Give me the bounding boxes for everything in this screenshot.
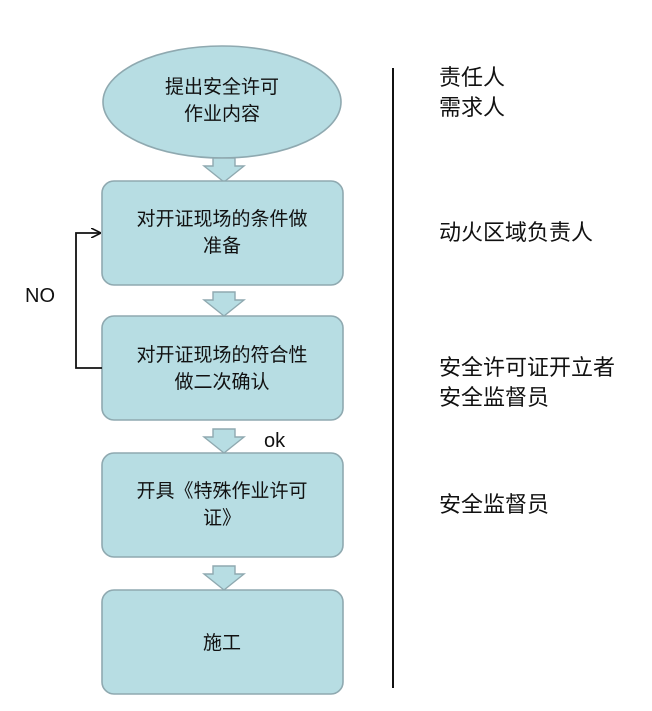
step-4-label-line2: 证》 xyxy=(203,507,241,529)
role-group-1: 责任人 需求人 xyxy=(439,66,505,121)
step-1-label-line1: 提出安全许可 xyxy=(165,76,279,98)
flow-arrow-4 xyxy=(202,565,246,591)
step-2-label-line1: 对开证现场的条件做 xyxy=(136,208,307,230)
step-2-box xyxy=(101,180,344,286)
step-5-box xyxy=(101,589,344,695)
flow-arrow-1 xyxy=(202,157,246,183)
step-3-label-line1: 对开证现场的符合性 xyxy=(136,344,307,366)
flow-arrow-3 xyxy=(202,428,246,454)
no-feedback-connector xyxy=(75,233,102,369)
step-3-label-line2: 做二次确认 xyxy=(174,371,269,393)
role-1-line2: 需求人 xyxy=(439,96,505,121)
ok-edge-label: ok xyxy=(264,430,286,452)
step-4-node: 开具《特殊作业许可 证》 xyxy=(101,452,344,558)
role-1-line1: 责任人 xyxy=(439,66,505,91)
step-1-ellipse xyxy=(102,45,342,159)
step-2-node: 对开证现场的条件做 准备 xyxy=(101,180,344,286)
flow-arrow-2 xyxy=(202,291,246,317)
step-5-node: 施工 xyxy=(101,589,344,695)
step-1-node: 提出安全许可 作业内容 xyxy=(102,45,342,159)
step-4-label-line1: 开具《特殊作业许可 xyxy=(136,480,307,502)
role-3-line1: 安全许可证开立者 xyxy=(439,356,615,381)
step-2-label-line2: 准备 xyxy=(203,235,241,257)
step-4-box xyxy=(101,452,344,558)
role-group-3: 安全许可证开立者 安全监督员 xyxy=(439,356,615,411)
role-3-line2: 安全监督员 xyxy=(439,386,549,411)
role-group-4: 安全监督员 xyxy=(439,493,549,518)
no-edge-label: NO xyxy=(25,285,55,307)
role-4-line1: 安全监督员 xyxy=(439,493,549,518)
role-2-line1: 动火区域负责人 xyxy=(439,221,593,246)
role-group-2: 动火区域负责人 xyxy=(439,221,593,246)
step-3-node: 对开证现场的符合性 做二次确认 xyxy=(101,315,344,421)
step-5-label: 施工 xyxy=(203,632,241,654)
step-3-box xyxy=(101,315,344,421)
step-1-label-line2: 作业内容 xyxy=(184,103,260,125)
